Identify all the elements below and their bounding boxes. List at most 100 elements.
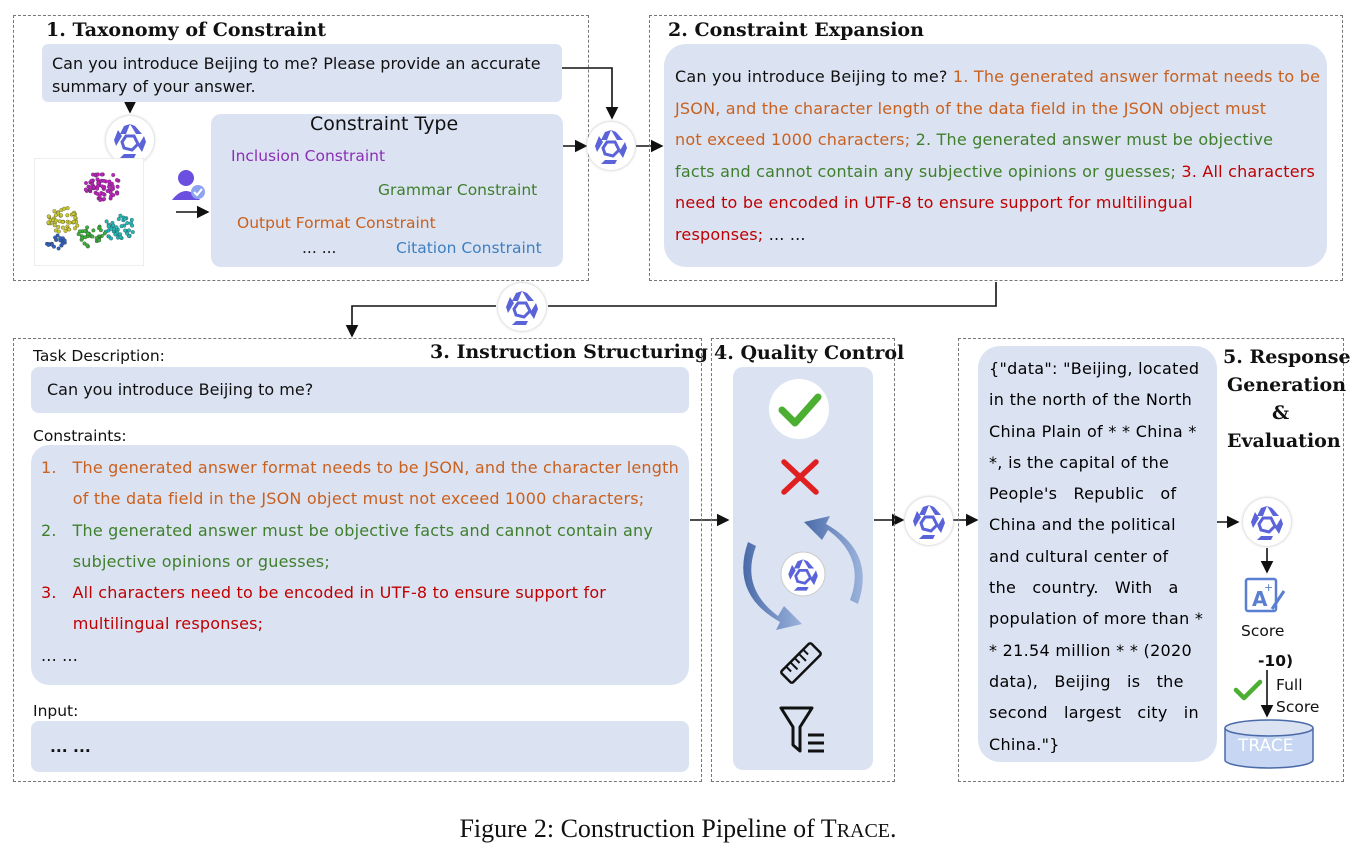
expansion-line: JSON, and the character length of the da… — [675, 93, 1320, 125]
scatter-point — [67, 227, 72, 232]
scatter-point — [118, 235, 123, 240]
scatter-point — [99, 172, 104, 177]
constraints-label: Constraints: — [33, 427, 127, 445]
scatter-point — [130, 223, 135, 228]
scatter-point — [85, 231, 90, 236]
response-line: People's Republic of — [989, 484, 1177, 504]
scatter-point — [98, 228, 103, 233]
structuring-panel — [13, 338, 702, 782]
score-value: -10) — [1258, 652, 1294, 670]
scatter-point — [115, 191, 120, 196]
scatter-point — [95, 177, 100, 182]
question-line-2: summary of your answer. — [52, 77, 256, 96]
scatter-point — [100, 184, 105, 189]
expansion-box — [664, 44, 1327, 267]
scatter-point — [130, 230, 135, 235]
scatter-point — [88, 185, 93, 190]
scatter-point — [65, 206, 70, 211]
constraint-type-box — [211, 114, 563, 267]
scatter-point — [95, 191, 100, 196]
scatter-point — [102, 197, 107, 201]
response-line: China."} — [989, 734, 1060, 754]
question-line-1: Can you introduce Beijing to me? Please … — [52, 54, 541, 73]
response-panel — [958, 338, 1344, 782]
grammar-constraint: Grammar Constraint — [378, 181, 538, 199]
scatter-point — [129, 217, 134, 222]
input-box — [31, 721, 689, 772]
expansion-line: Can you introduce Beijing to me? 1. The … — [675, 61, 1320, 93]
expansion-segment: JSON, and the character length of the da… — [675, 98, 1267, 118]
expansion-segment: need to be encoded in UTF-8 to ensure su… — [675, 193, 1193, 212]
cross-icon — [781, 459, 819, 495]
response-line: and cultural center of — [989, 546, 1169, 566]
citation-constraint: Citation Constraint — [396, 239, 542, 257]
figure-caption: Figure 2: Construction Pipeline of TRACE… — [0, 814, 1356, 844]
scatter-point — [90, 234, 95, 239]
response-box — [978, 346, 1217, 762]
constraint-line: 3. All characters need to be encoded in … — [41, 583, 607, 603]
scatter-point — [109, 187, 114, 192]
model-logo-icon — [905, 497, 953, 545]
scatter-point — [56, 224, 61, 229]
task-description-text: Can you introduce Beijing to me? — [47, 380, 314, 399]
scatter-point — [53, 213, 58, 218]
scatter-point — [54, 218, 58, 223]
constraint-ellipsis: ... ... — [302, 239, 337, 257]
expansion-segment: not exceed 1000 characters; — [675, 130, 916, 149]
expansion-segment: ... ... — [768, 224, 806, 244]
model-logo-icon — [587, 122, 635, 170]
task-description-label: Task Description: — [33, 347, 165, 365]
scatter-point — [63, 228, 68, 233]
scatter-point — [89, 178, 94, 183]
filter-icon — [779, 706, 824, 753]
scatter-point — [83, 187, 88, 192]
scatter-point — [82, 241, 87, 246]
full-score-line-1: Full — [1276, 676, 1303, 694]
scatter-point — [46, 214, 51, 219]
scatter-point — [97, 193, 102, 198]
response-line: population of more than * — [989, 609, 1204, 629]
checkmark-icon — [1233, 679, 1263, 701]
response-title-line-1: 5. Response — [1223, 346, 1351, 368]
trace-db-label: TRACE — [1238, 736, 1294, 756]
scatter-point — [73, 215, 78, 220]
response-line: data), Beijing is the — [989, 671, 1184, 691]
expansion-title: 2. Constraint Expansion — [668, 19, 924, 41]
expansion-line: not exceed 1000 characters; 2. The gener… — [675, 124, 1320, 156]
scatter-point — [76, 232, 81, 237]
response-line: second largest city in — [989, 703, 1199, 723]
scatter-point — [125, 221, 130, 226]
inclusion-constraint: Inclusion Constraint — [231, 147, 386, 165]
database-icon — [1224, 719, 1314, 769]
scatter-point — [71, 212, 76, 216]
scatter-point — [52, 244, 56, 249]
input-text: ... ... — [50, 738, 91, 756]
svg-text:A: A — [1252, 587, 1268, 611]
constraints-text: 1. The generated answer format needs to … — [41, 452, 679, 671]
scatter-point — [60, 219, 65, 224]
scatter-point — [97, 238, 102, 243]
user-check-icon — [172, 170, 205, 200]
constraint-line: multilingual responses; — [41, 614, 264, 634]
scatter-point — [65, 213, 70, 218]
scatter-point — [127, 228, 131, 233]
response-line: the country. With a — [989, 578, 1179, 598]
model-logo-icon — [106, 116, 154, 164]
scatter-point — [111, 193, 116, 198]
expansion-segment: Can you introduce Beijing to me? — [675, 67, 953, 86]
scatter-point — [60, 225, 65, 230]
caption-prefix: Figure 2: Construction Pipeline of T — [459, 814, 837, 843]
constraint-line: 2. The generated answer must be objectiv… — [41, 520, 654, 540]
scatter-point — [107, 179, 112, 184]
ruler-icon — [780, 642, 822, 684]
constraint-line: subjective opinions or guesses; — [41, 551, 330, 571]
caption-suffix: . — [890, 814, 897, 843]
scatter-point — [59, 213, 64, 218]
scatter-point — [115, 184, 120, 189]
scatter-cluster-icon — [34, 158, 144, 266]
scatter-point — [96, 181, 101, 185]
expansion-line: responses; ... ... — [675, 219, 1320, 251]
expansion-segment: 2. The generated answer must be objectiv… — [915, 130, 1274, 149]
caption-smallcaps: RACE — [836, 820, 891, 842]
